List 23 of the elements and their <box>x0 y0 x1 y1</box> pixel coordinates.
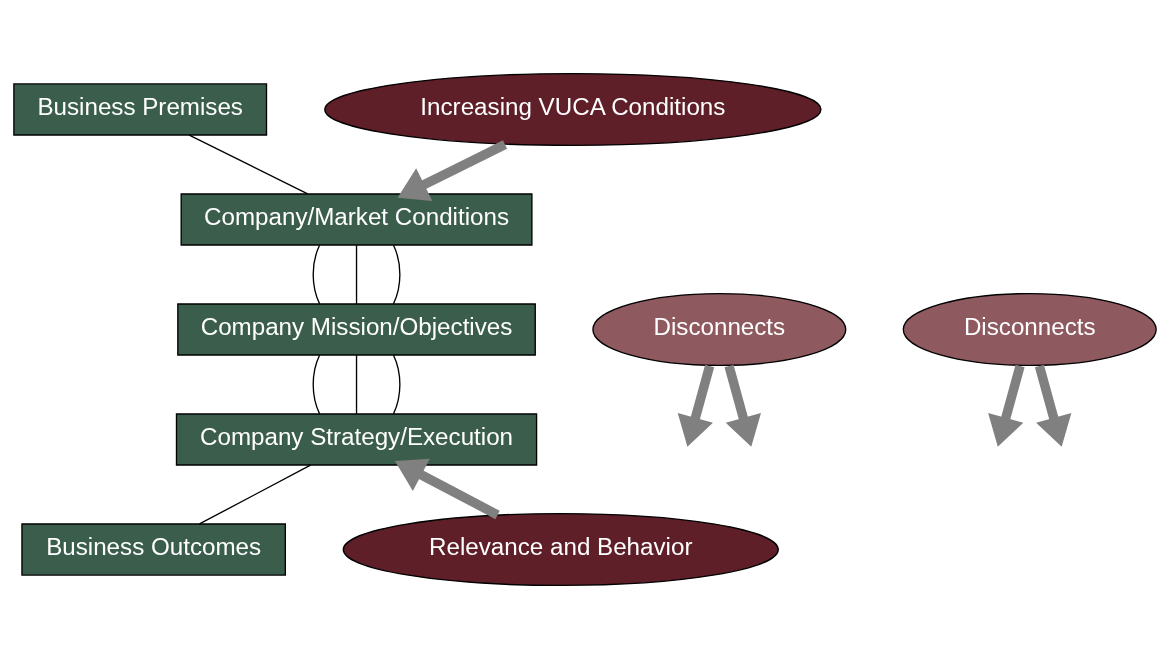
arrow <box>724 364 761 447</box>
node-box: Business Premises <box>13 82 268 136</box>
connector <box>355 244 358 305</box>
arrow <box>394 458 500 519</box>
connector <box>188 134 309 195</box>
node-box: Company Strategy/Execution <box>175 412 538 466</box>
node-ellipse: Relevance and Behavior <box>342 512 779 586</box>
arrow <box>397 139 508 201</box>
arrow <box>988 364 1025 447</box>
connector <box>392 244 401 305</box>
connector <box>392 354 401 415</box>
node-box: Company/Market Conditions <box>180 192 533 246</box>
node-box: Business Outcomes <box>21 522 286 576</box>
connector <box>198 464 312 525</box>
arrow <box>677 364 715 447</box>
connector <box>312 354 321 415</box>
arrow <box>1034 364 1072 447</box>
node-ellipse: Disconnects <box>592 292 847 366</box>
node-ellipse: Disconnects <box>902 292 1157 366</box>
node-ellipse: Increasing VUCA Conditions <box>324 72 822 146</box>
connector <box>312 244 321 305</box>
node-box: Company Mission/Objectives <box>177 302 536 356</box>
connector <box>355 354 358 415</box>
